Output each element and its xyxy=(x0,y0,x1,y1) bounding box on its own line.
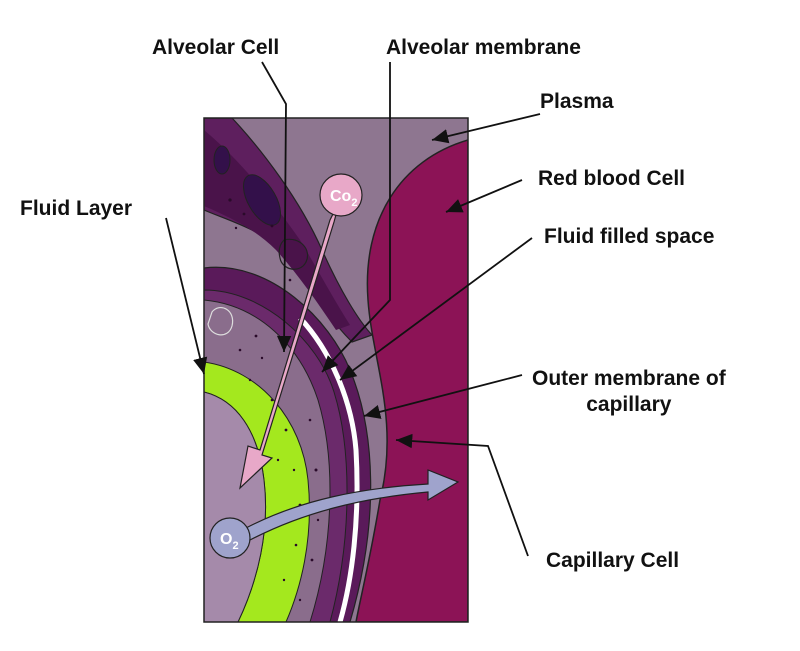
label-alveolar-cell: Alveolar Cell xyxy=(152,36,280,59)
o2-molecule xyxy=(209,517,251,559)
co2-label: Co2 xyxy=(330,188,357,209)
label-red-blood-cell: Red blood Cell xyxy=(538,167,685,190)
label-alveolar-membrane: Alveolar membrane xyxy=(386,36,581,59)
label-outer-membrane-line2: capillary xyxy=(586,393,672,417)
label-outer-membrane: Outer membrane of capillary xyxy=(532,366,726,419)
label-fluid-filled-space: Fluid filled space xyxy=(544,225,715,248)
alveolar-nucleus xyxy=(242,174,282,226)
o2-label: O2 xyxy=(220,531,239,552)
fluid-filled-space-line xyxy=(298,316,360,622)
co2-arrow xyxy=(239,199,341,490)
o2-arrow xyxy=(245,469,460,541)
leader-capillary-cell xyxy=(395,433,529,557)
label-capillary-cell: Capillary Cell xyxy=(546,549,680,572)
mitochondria-outline xyxy=(278,238,309,270)
label-outer-membrane-line1: Outer membrane of xyxy=(532,367,726,390)
leader-red-blood-cell xyxy=(445,179,523,213)
leader-fluid-layer xyxy=(165,217,208,375)
red-blood-cell xyxy=(355,139,468,622)
co2-molecule xyxy=(319,173,363,217)
label-fluid-layer: Fluid Layer xyxy=(20,197,133,220)
leader-alveolar-cell xyxy=(261,61,292,353)
label-plasma: Plasma xyxy=(540,90,614,113)
leader-plasma xyxy=(431,113,541,144)
speckles xyxy=(228,198,320,602)
small-organelle xyxy=(207,307,234,336)
leader-alveolar-membrane xyxy=(321,62,391,373)
organelle xyxy=(213,145,231,175)
leader-outer-membrane xyxy=(363,374,523,419)
leader-fluid-filled-space xyxy=(339,237,533,381)
